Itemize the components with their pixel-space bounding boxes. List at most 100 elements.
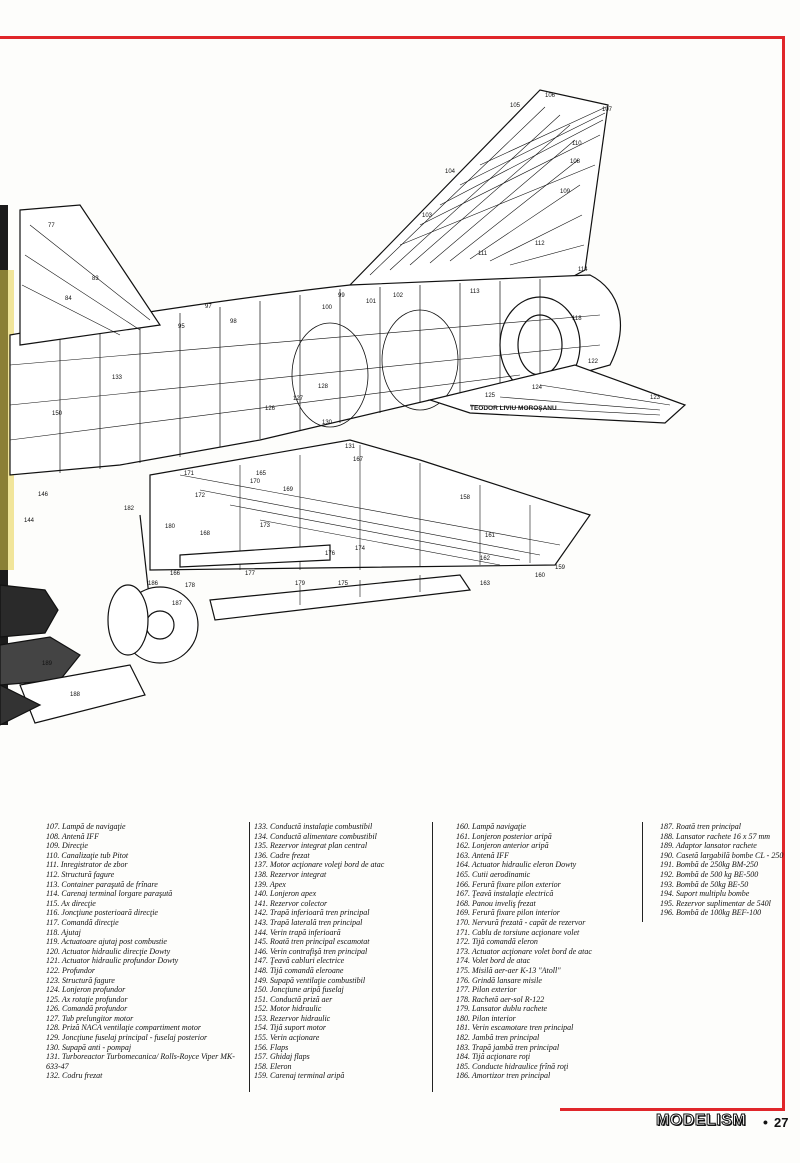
legend-item: 143. Trapă laterală tren principal	[254, 917, 363, 927]
legend-item: 183. Trapă jambă tren principal	[456, 1042, 560, 1052]
svg-text:160: 160	[535, 573, 546, 579]
svg-text:159: 159	[555, 565, 566, 571]
legend-item: 192. Bombă de 500 kg BE-500	[660, 869, 759, 879]
legend-item: 147. Ţeavă cabluri electrice	[254, 956, 345, 966]
tail-fin	[348, 89, 609, 306]
legend-item: 123. Structură fagure	[46, 975, 115, 985]
legend-item: 160. Lampă navigaţie	[456, 822, 526, 831]
legend-item: 111. Inregistrator de zbor	[46, 860, 128, 870]
svg-text:103: 103	[422, 213, 433, 219]
svg-text:168: 168	[200, 531, 211, 537]
svg-text:178: 178	[185, 583, 196, 589]
horizontal-stabilizer	[427, 364, 687, 424]
legend-item: 155. Verin acţionare	[254, 1033, 320, 1043]
svg-text:106: 106	[545, 93, 556, 99]
svg-text:180: 180	[165, 524, 176, 530]
legend-item: 149. Supapă ventilaţie combustibil	[254, 975, 366, 985]
legend-item: 190. Casetă largabilă bombe CL - 250	[660, 850, 784, 860]
svg-text:146: 146	[38, 492, 49, 498]
main-wing	[149, 439, 591, 571]
svg-text:133: 133	[112, 375, 123, 381]
legend-item: 180. Pilon interior	[456, 1013, 516, 1023]
svg-text:177: 177	[245, 571, 256, 577]
legend-item: 144. Verin trapă inferioară	[254, 927, 341, 937]
legend-item: 193. Bombă de 50kg BE-50	[660, 879, 749, 889]
legend-item: 142. Trapă inferioară tren principal	[254, 908, 370, 918]
legend-item: 124. Lonjeron profundor	[46, 985, 126, 995]
bullet-separator: •	[763, 1114, 768, 1130]
legend-item: 127. Tub prelungitor motor	[46, 1013, 134, 1023]
legend-item: 139. Apex	[254, 879, 286, 889]
magazine-brand: MODELISM	[655, 1112, 747, 1130]
legend-item: 156. Flaps	[254, 1042, 289, 1052]
legend-item: 119. Actuatoare ajutaj post combustie	[46, 937, 167, 947]
legend-item: 121. Actuator hidraulic profundor Dowty	[46, 956, 179, 966]
svg-text:165: 165	[256, 471, 267, 477]
legend-item: 145. Roată tren principal escamotat	[254, 937, 370, 947]
svg-text:163: 163	[480, 581, 491, 587]
legend-item: 186. Amortizor tren principal	[456, 1071, 551, 1081]
legend-item: 167. Ţeavă instalaţie electrică	[456, 889, 554, 899]
svg-text:174: 174	[355, 546, 366, 552]
legend-item: 148. Tijă comandă eleroane	[254, 965, 344, 975]
legend-item: 194. Suport multiplu bombe	[660, 889, 750, 899]
svg-text:104: 104	[445, 169, 456, 175]
svg-text:130: 130	[322, 420, 333, 426]
legend-item: 173. Actuator acţionare volet bord de at…	[456, 946, 592, 956]
legend-item: 185. Conducte hidraulice frînă roţi	[456, 1061, 569, 1071]
legend-item: 131. Turboreactor Turbomecanica/ Rolls-R…	[46, 1052, 235, 1062]
svg-text:113: 113	[470, 289, 480, 295]
legend-item: 122. Profundor	[46, 965, 96, 975]
legend-item: 116. Joncţiune posterioară direcţie	[46, 908, 158, 918]
legend-item: 152. Motor hidraulic	[254, 1004, 322, 1014]
legend-item: 195. Rezervor suplimentar de 540l	[660, 898, 771, 908]
legend-item: 176. Grindă lansare misile	[456, 975, 542, 985]
svg-text:77: 77	[48, 223, 55, 229]
svg-text:158: 158	[460, 495, 471, 501]
svg-text:100: 100	[322, 305, 333, 311]
legend-item: 182. Jambă tren principal	[456, 1033, 540, 1043]
legend-item: 168. Panou inveliş frezat	[456, 898, 536, 908]
legend-item: 184. Tijă acţionare roţi	[456, 1052, 531, 1062]
legend-item: 117. Comandă direcţie	[46, 917, 119, 927]
legend-item: 178. Rachetă aer-sol R-122	[456, 994, 545, 1004]
svg-text:109: 109	[560, 189, 571, 195]
forward-section	[19, 204, 162, 346]
legend-item: 125. Ax rotaţie profundor	[46, 994, 128, 1004]
svg-text:150: 150	[52, 411, 63, 417]
legend-item: 109. Direcţie	[46, 841, 88, 851]
legend-item: 164. Actuator hidraulic eleron Dowty	[456, 860, 577, 870]
legend-item: 163. Antenă IFF	[456, 850, 509, 860]
svg-text:107: 107	[602, 107, 613, 113]
legend-item: 157. Ghidaj flaps	[254, 1052, 310, 1062]
legend-item: 150. Joncţiune aripă fuselaj	[254, 985, 344, 995]
legend-item: 136. Cadre frezat	[254, 850, 310, 860]
legend-item: 134. Conductă alimentare combustibil	[254, 831, 377, 841]
svg-text:161: 161	[485, 533, 496, 539]
legend-item: 138. Rezervor integrat	[254, 869, 327, 879]
svg-text:98: 98	[230, 319, 237, 325]
red-frame-top	[0, 36, 785, 39]
svg-text:188: 188	[70, 692, 81, 698]
legend-item: 129. Joncţiune fuselaj principal - fusel…	[46, 1033, 208, 1043]
column-divider	[642, 822, 643, 922]
legend-item: 174. Volet bord de atac	[456, 956, 531, 966]
legend-item: 161. Lonjeron posterior aripă	[456, 831, 552, 841]
legend-item: 165. Cutii aerodinamic	[456, 869, 531, 879]
legend-item: 189. Adaptor lansator rachete	[660, 841, 757, 851]
svg-text:84: 84	[65, 296, 72, 302]
legend-item: 177. Pilon exterior	[456, 985, 517, 995]
legend-item: 159. Carenaj terminal aripă	[254, 1071, 345, 1081]
svg-text:171: 171	[184, 471, 195, 477]
svg-text:179: 179	[295, 581, 306, 587]
svg-text:128: 128	[318, 384, 329, 390]
svg-text:131: 131	[345, 444, 356, 450]
svg-text:112: 112	[535, 241, 545, 247]
legend-item: 140. Lonjeron apex	[254, 889, 317, 899]
svg-text:125: 125	[485, 393, 496, 399]
legend-item: 133. Conductă instalaţie combustibil	[254, 822, 373, 831]
